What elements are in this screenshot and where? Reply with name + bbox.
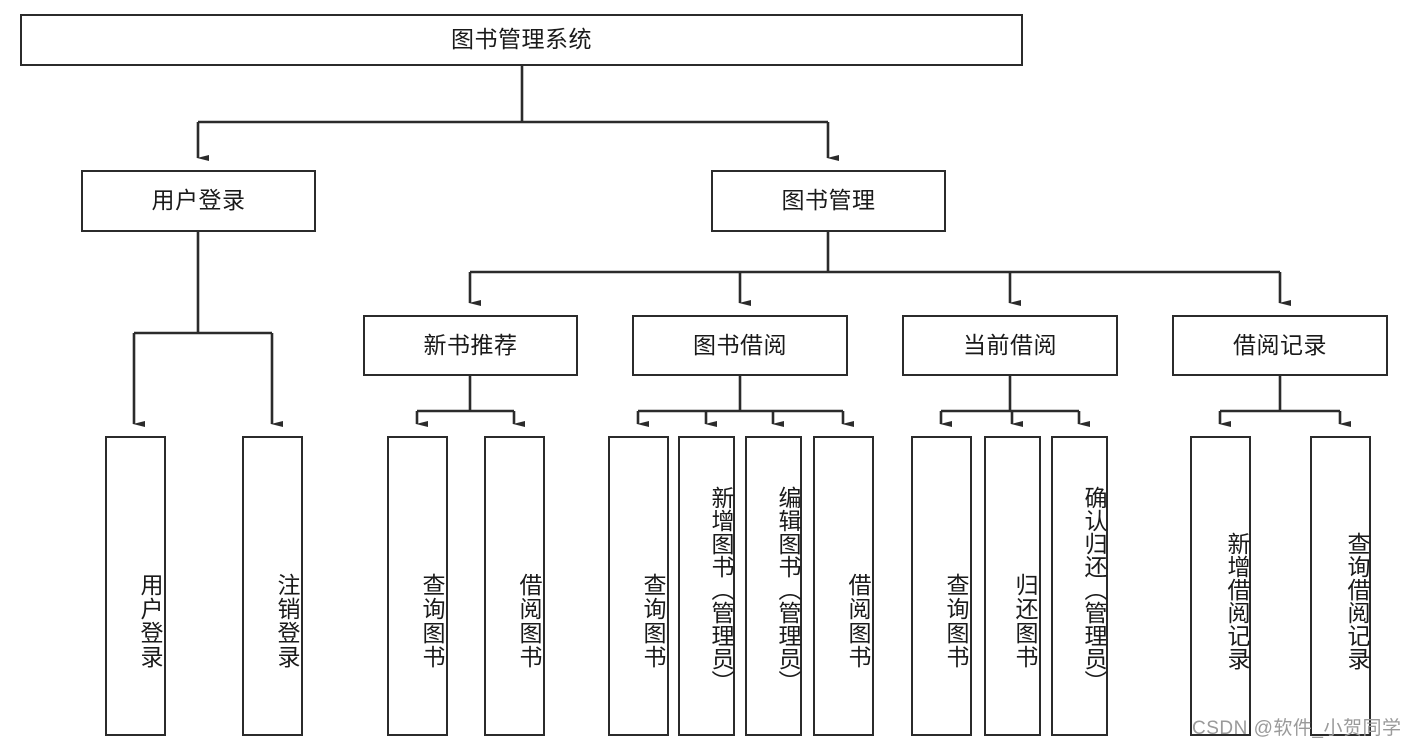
node-book-borrow[interactable]: 图书借阅 [632, 315, 848, 376]
leaf-user-login[interactable]: 用户登录 [105, 436, 166, 736]
csdn-watermark: CSDN @软件_小贺同学 [1192, 718, 1402, 739]
node-book-management[interactable]: 图书管理 [711, 170, 946, 232]
leaf-query-book-recommend[interactable]: 查询图书 [387, 436, 448, 736]
leaf-borrow-book[interactable]: 借阅图书 [813, 436, 874, 736]
leaf-add-borrow-record[interactable]: 新增借阅记录 [1190, 436, 1251, 736]
leaf-query-borrow-record[interactable]: 查询借阅记录 [1310, 436, 1371, 736]
node-current-borrow[interactable]: 当前借阅 [902, 315, 1118, 376]
leaf-logout[interactable]: 注销登录 [242, 436, 303, 736]
node-borrow-record[interactable]: 借阅记录 [1172, 315, 1388, 376]
leaf-return-book[interactable]: 归还图书 [984, 436, 1041, 736]
leaf-query-book-borrow[interactable]: 查询图书 [608, 436, 669, 736]
leaf-borrow-book-recommend[interactable]: 借阅图书 [484, 436, 545, 736]
leaf-edit-book-admin[interactable]: 编辑图书（管理员） [745, 436, 802, 736]
node-user-login[interactable]: 用户登录 [81, 170, 316, 232]
node-new-book-recommend[interactable]: 新书推荐 [363, 315, 578, 376]
leaf-query-book-current[interactable]: 查询图书 [911, 436, 972, 736]
leaf-add-book-admin[interactable]: 新增图书（管理员） [678, 436, 735, 736]
leaf-confirm-return-admin[interactable]: 确认归还（管理员） [1051, 436, 1108, 736]
node-root[interactable]: 图书管理系统 [20, 14, 1023, 66]
